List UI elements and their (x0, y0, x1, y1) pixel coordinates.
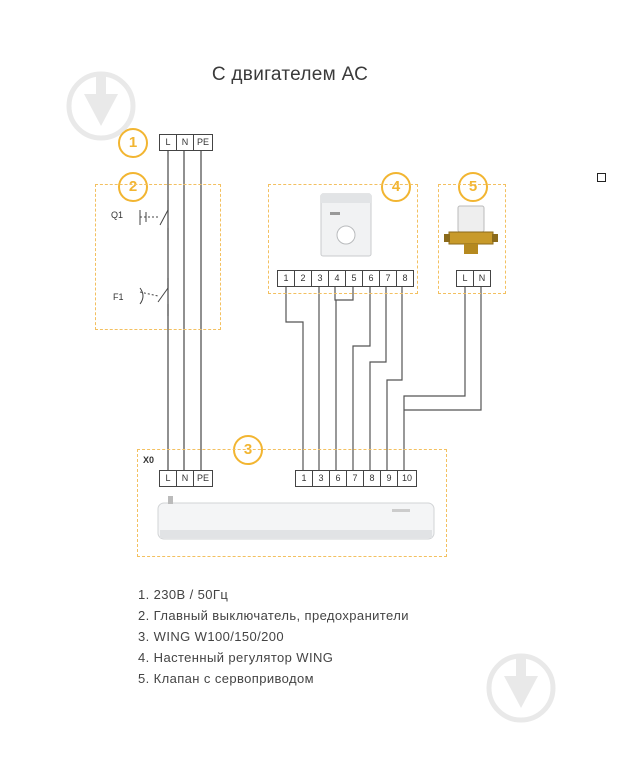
watermark-icon-bottom (486, 653, 556, 723)
badge-mains: 1 (118, 128, 148, 158)
terminal-l: L (160, 135, 177, 150)
badge-valve: 5 (458, 172, 488, 202)
controller-terminal: 1 (278, 271, 295, 286)
controller-terminal-block: 1 2 3 4 5 6 7 8 (277, 270, 414, 287)
legend-item: 3. WING W100/150/200 (138, 629, 285, 644)
legend-item: 1. 230В / 50Гц (138, 587, 229, 602)
marker-square (597, 173, 606, 182)
badge-controller: 4 (381, 172, 411, 202)
wall-controller-image (320, 193, 372, 257)
badge-switch: 2 (118, 172, 148, 202)
controller-terminal: 3 (312, 271, 329, 286)
controller-terminal: 6 (363, 271, 380, 286)
controller-terminal: 8 (402, 273, 408, 283)
unit-control-terminal-block: 1 3 6 7 8 9 10 (295, 470, 417, 487)
legend-item: 2. Главный выключатель, предохранители (138, 608, 409, 623)
unit-control-terminal: 6 (330, 471, 347, 486)
unit-control-terminal: 8 (364, 471, 381, 486)
terminal-n: N (177, 135, 194, 150)
controller-terminal: 2 (295, 271, 312, 286)
unit-control-terminal: 3 (313, 471, 330, 486)
diagram-title: С двигателем АС (211, 64, 369, 85)
unit-control-terminal: 10 (401, 473, 412, 483)
air-curtain-image (157, 496, 435, 540)
switch-group-box (95, 184, 221, 330)
control-wires (285, 285, 482, 470)
unit-terminal-n: N (177, 471, 194, 486)
unit-terminal-pe: PE (196, 473, 209, 483)
terminal-pe: PE (196, 137, 209, 147)
controller-terminal: 7 (380, 271, 397, 286)
main-switch-symbol (139, 200, 169, 240)
valve-group-box (438, 184, 506, 294)
watermark-icon-top (66, 71, 136, 141)
controller-terminal: 4 (329, 271, 346, 286)
controller-terminal: 5 (346, 271, 363, 286)
legend: 1. 230В / 50Гц 2. Главный выключатель, п… (138, 584, 409, 689)
label-f1: F1 (113, 292, 124, 302)
unit-group-box (137, 449, 447, 557)
unit-power-terminal-block: L N PE (159, 470, 213, 487)
legend-item: 5. Клапан с сервоприводом (138, 671, 314, 686)
unit-terminal-l: L (160, 471, 177, 486)
valve-terminal-l: L (457, 271, 474, 286)
unit-control-terminal: 7 (347, 471, 364, 486)
valve-image (444, 205, 498, 254)
valve-terminal-n: N (478, 273, 486, 283)
legend-item: 4. Настенный регулятор WING (138, 650, 334, 665)
unit-control-terminal: 1 (296, 471, 313, 486)
unit-control-terminal: 9 (381, 471, 398, 486)
label-q1: Q1 (111, 210, 124, 220)
fuse-symbol (139, 278, 169, 316)
valve-terminal-block: L N (456, 270, 491, 287)
badge-unit: 3 (233, 435, 263, 465)
label-x0: X0 (143, 455, 155, 465)
controller-group-box (268, 184, 418, 294)
mains-terminal-block: L N PE (159, 134, 213, 151)
